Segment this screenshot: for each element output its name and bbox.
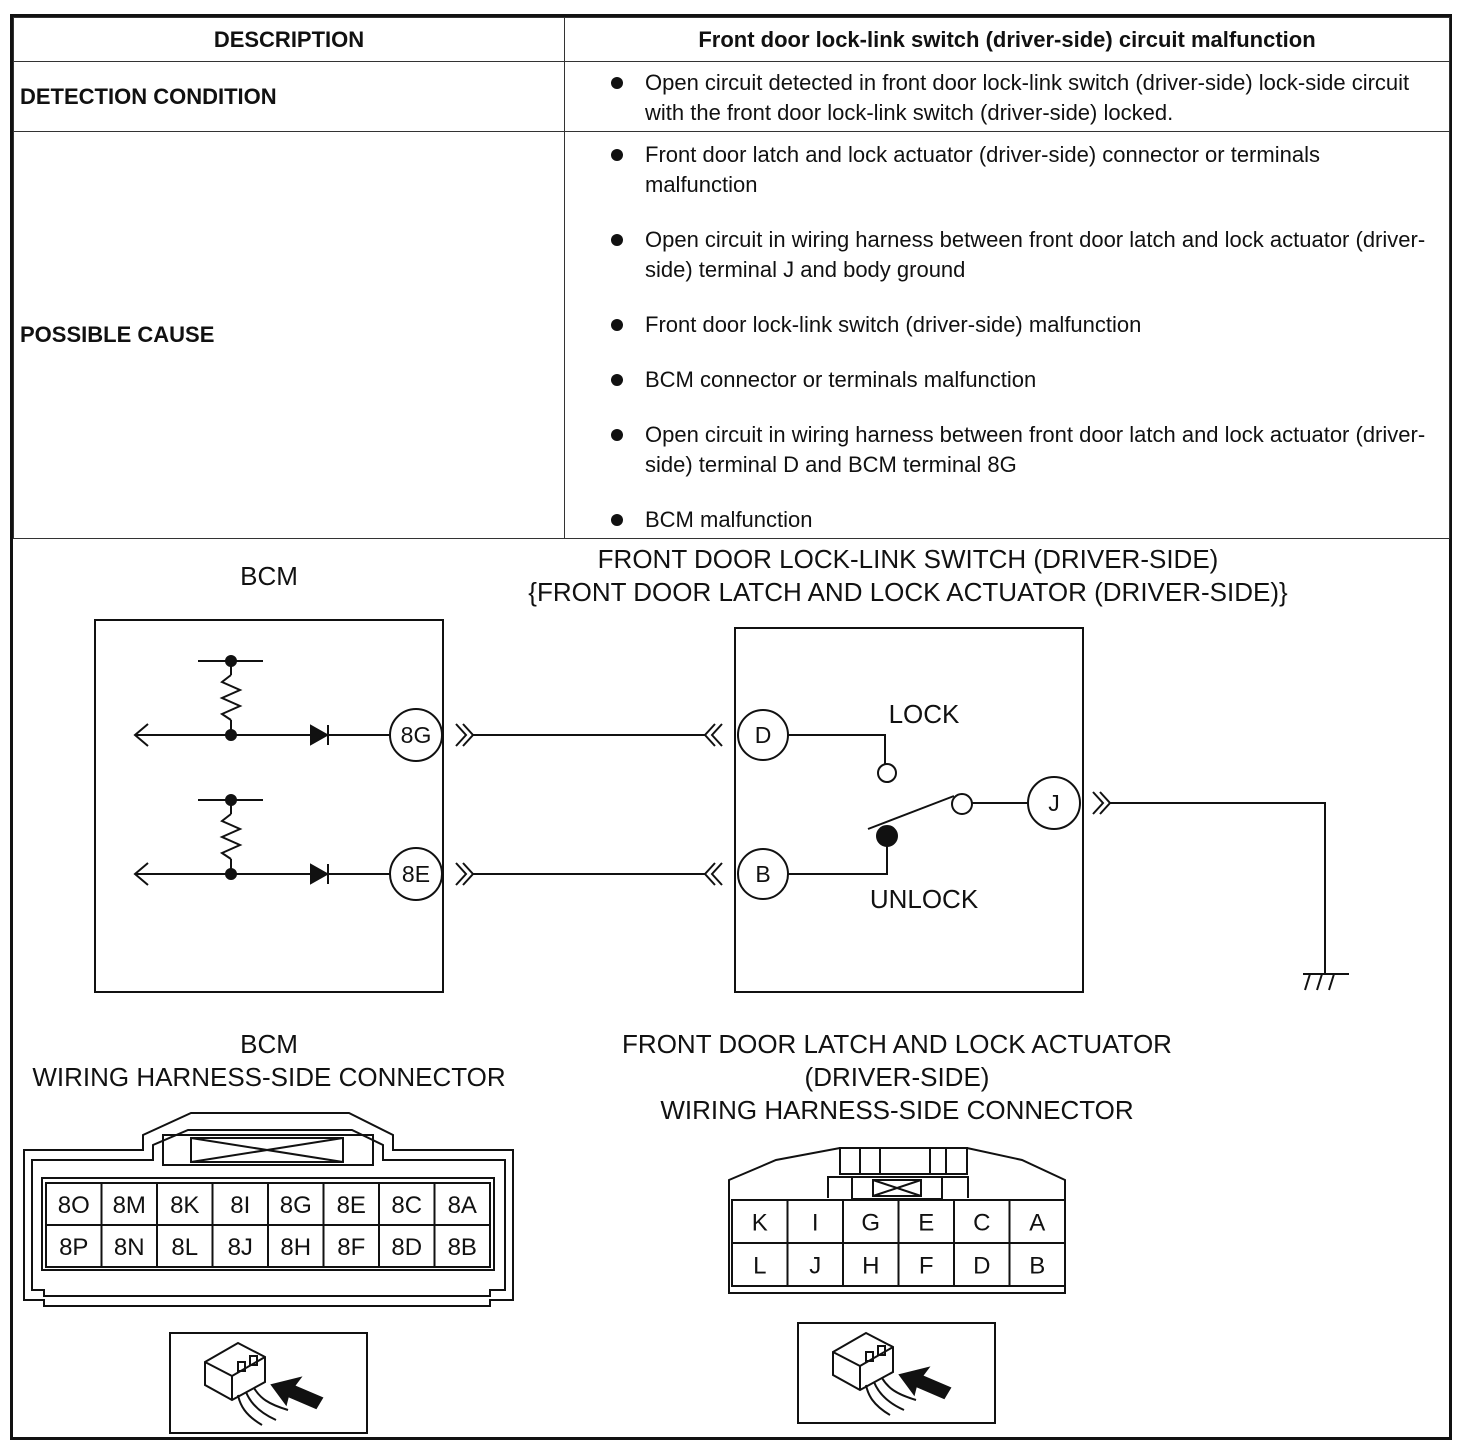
possible-cause-content: Front door latch and lock actuator (driv… (564, 131, 1450, 539)
detection-condition-content: Open circuit detected in front door lock… (564, 61, 1450, 132)
header-row: DESCRIPTION Front door lock-link switch … (13, 17, 1450, 62)
cause-item: Open circuit in wiring harness between f… (607, 225, 1429, 285)
bcm-pin-8e-label: 8E (402, 861, 430, 887)
actuator-connector (728, 1147, 1066, 1294)
actuator-connector-terminal-label: J (809, 1253, 821, 1280)
bcm-circuit-upper (133, 660, 390, 747)
cause-row: POSSIBLE CAUSE Front door latch and lock… (13, 131, 1450, 539)
actuator-connector-terminal-label: L (753, 1253, 766, 1280)
bcm-pin-8e-circle (389, 847, 443, 901)
bcm-pin-8g-label: 8G (401, 722, 432, 748)
switch-pin-d-label: D (755, 722, 772, 748)
lock-label: LOCK (889, 699, 960, 729)
bcm-connector-terminal-label: 8I (230, 1192, 250, 1219)
actuator-connector-terminal-label: D (973, 1253, 990, 1280)
bcm-connector-terminal-label: 8B (448, 1234, 477, 1261)
spec-table: DESCRIPTION Front door lock-link switch … (13, 17, 1450, 539)
bcm-title: BCM (240, 561, 298, 591)
actuator-connector-terminal-label: K (752, 1210, 768, 1237)
bcm-box (94, 619, 444, 993)
service-sheet: DESCRIPTION Front door lock-link switch … (10, 14, 1452, 1440)
bcm-connector-terminal-label: 8J (228, 1234, 253, 1261)
bcm-circuit-lower (133, 799, 390, 886)
switch-pin-b-label: B (755, 861, 770, 887)
actuator-connector-title-line2: (DRIVER-SIDE) (805, 1062, 990, 1092)
actuator-connector-title-line3: WIRING HARNESS-SIDE CONNECTOR (660, 1095, 1133, 1125)
bcm-connector-terminal-label: 8G (280, 1192, 312, 1219)
switch-title-line2: {FRONT DOOR LATCH AND LOCK ACTUATOR (DRI… (528, 577, 1288, 607)
bcm-connector-title-line2: WIRING HARNESS-SIDE CONNECTOR (32, 1062, 505, 1092)
bcm-connector-terminal-label: 8L (171, 1234, 198, 1261)
cause-item: BCM malfunction (607, 505, 1429, 535)
actuator-connector-cell (1008, 1242, 1066, 1287)
switch-title-line1: FRONT DOOR LOCK-LINK SWITCH (DRIVER-SIDE… (598, 544, 1219, 574)
actuator-connector-terminal-label: C (973, 1210, 990, 1237)
bcm-connector-terminal-label: 8N (114, 1234, 145, 1261)
switch-box (734, 627, 1084, 993)
bcm-connector-view-icon (169, 1332, 368, 1434)
ground-icon (1303, 973, 1349, 991)
actuator-connector-terminal-label: G (861, 1210, 880, 1237)
cause-item: Front door latch and lock actuator (driv… (607, 140, 1429, 200)
diode-lower-icon (310, 863, 330, 885)
bcm-connector-terminal-label: 8H (280, 1234, 311, 1261)
detection-item: Open circuit detected in front door lock… (607, 68, 1429, 128)
detection-row: DETECTION CONDITION Open circuit detecte… (13, 61, 1450, 132)
actuator-connector-terminal-label: A (1029, 1210, 1045, 1237)
unlock-label: UNLOCK (870, 884, 979, 914)
actuator-connector-title-line1: FRONT DOOR LATCH AND LOCK ACTUATOR (622, 1029, 1172, 1059)
actuator-connector-terminal-label: B (1029, 1253, 1045, 1280)
actuator-connector-terminal-label: H (862, 1253, 879, 1280)
bcm-connector-terminal-label: 8K (170, 1192, 199, 1219)
bcm-pin-8g-circle (389, 708, 443, 762)
possible-cause-label: POSSIBLE CAUSE (13, 131, 565, 539)
bcm-connector-terminal-label: 8E (337, 1192, 366, 1219)
actuator-connector-terminal-label: E (918, 1210, 934, 1237)
detection-condition-label: DETECTION CONDITION (13, 61, 565, 132)
actuator-connector-cells: K I G E C A L J H F D B (731, 1199, 1066, 1287)
switch-pin-j-label: J (1048, 790, 1060, 816)
lock-link-switch (788, 734, 1028, 875)
bcm-connector-terminal-label: 8F (337, 1234, 365, 1261)
bcm-connector-terminal-label: 8C (391, 1192, 422, 1219)
bcm-connector-terminal-label: 8P (59, 1234, 88, 1261)
cause-item: Open circuit in wiring harness between f… (607, 420, 1429, 480)
bcm-connector-terminal-label: 8A (448, 1192, 477, 1219)
bcm-connector-title-line1: BCM (240, 1029, 298, 1059)
cause-item: Front door lock-link switch (driver-side… (607, 310, 1429, 340)
bcm-connector-terminal-label: 8O (58, 1192, 90, 1219)
wire-j-to-ground (1110, 802, 1326, 974)
bcm-connector-cells: 8O 8M 8K 8I 8G 8E 8C 8A 8P 8N 8L 8J 8H 8F 8D 8B (45, 1182, 491, 1268)
bcm-connector-terminal-label: 8D (391, 1234, 422, 1261)
switch-common-contact (876, 825, 898, 847)
detection-list: Open circuit detected in front door lock… (607, 68, 1429, 128)
cause-item: BCM connector or terminals malfunction (607, 365, 1429, 395)
actuator-connector-view-icon (797, 1322, 996, 1424)
cause-list: Front door latch and lock actuator (driv… (607, 140, 1429, 535)
header-malfunction-title: Front door lock-link switch (driver-side… (564, 17, 1450, 62)
bcm-connector-terminal-label: 8M (113, 1192, 146, 1219)
diode-upper-icon (310, 724, 330, 746)
actuator-connector-terminal-label: F (919, 1253, 934, 1280)
bcm-connector-cell (433, 1224, 491, 1268)
actuator-connector-terminal-label: I (812, 1210, 819, 1237)
